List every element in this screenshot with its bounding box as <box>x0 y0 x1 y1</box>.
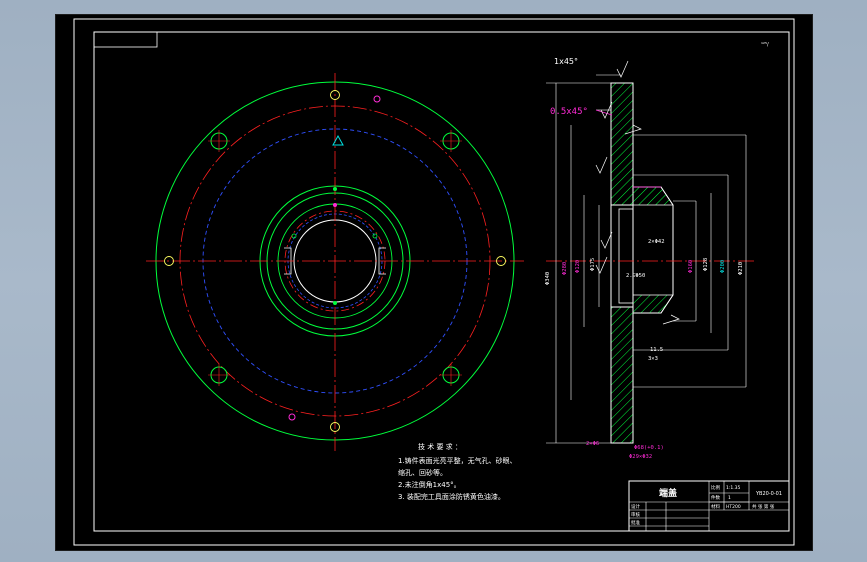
qty-label: 件数 <box>711 494 720 501</box>
bore-notch-right <box>378 247 386 275</box>
roughness-note: ¹²⁵/ <box>761 42 769 48</box>
dimension-lines <box>546 74 747 444</box>
dim-depth-2: 3×3 <box>648 356 658 362</box>
outer-frame <box>73 18 795 546</box>
datum-triangle <box>332 134 344 146</box>
dim-bottom-fit-1: Φ68(+0.1) <box>634 445 664 451</box>
small-hole-bottom <box>330 422 340 432</box>
tech-req-title: 技 术 要 求 ： <box>418 442 462 451</box>
tech-req-line-3: 2.未注倒角1x45°。 <box>398 480 461 489</box>
drawing-number: YB20-0-01 <box>755 491 782 497</box>
dim-phi210: Φ210 <box>738 262 744 275</box>
section-view: 1x45° 0.5x45° Φ340 Φ280 Φ120 Φ175 Φ160 Φ… <box>545 57 756 460</box>
magenta-mark-top <box>373 95 381 103</box>
magenta-mark-bottom <box>288 413 296 421</box>
approver-label: 批准 <box>631 519 640 526</box>
hub-hole-top <box>333 187 337 191</box>
designer-label: 设计 <box>631 503 640 510</box>
small-hole-left <box>164 256 174 266</box>
cad-viewport[interactable]: ¹²⁵/ <box>55 14 813 551</box>
tech-req-line-1: 1.铸件表面光亮平整，无气孔、砂眼、 <box>398 456 517 465</box>
material-label: 材料 <box>711 503 720 510</box>
front-view <box>146 73 524 451</box>
corner-box <box>93 31 158 48</box>
hub-profile <box>632 186 674 314</box>
dim-phi280: Φ280 <box>562 262 568 275</box>
technical-requirements: 技 术 要 求 ： 1.铸件表面光亮平整，无气孔、砂眼、 缩孔、回砂等。 2.未… <box>398 442 517 501</box>
hub-lower-hatch <box>632 294 674 314</box>
bore-gap <box>610 204 634 308</box>
dim-bottom-left: 2×Φ6 <box>586 441 599 447</box>
hub-hole-right <box>372 233 378 239</box>
qty-value: 1 <box>728 495 731 501</box>
title-block-grid <box>629 481 789 531</box>
inner-frame <box>93 31 790 532</box>
title-block: 端盖 YB20-0-01 比例 1:1.35 件数 1 材料 HT200 共 张… <box>628 480 790 532</box>
dim-bottom-fit-2: Φ29×Φ32 <box>629 454 652 460</box>
chamfer-magenta-label: 0.5x45° <box>550 107 588 117</box>
material-value: HT200 <box>726 504 741 510</box>
tech-req-line-4: 3. 装配完工具面涂防锈黄色油漆。 <box>398 492 505 501</box>
dim-phi340: Φ340 <box>545 272 551 285</box>
scale-value: 1:1.35 <box>726 485 741 491</box>
hub-upper-hatch <box>632 186 674 206</box>
dim-fit-2: 2.5ֿΦ50 <box>626 273 645 279</box>
dim-phi200: Φ200 <box>720 260 726 273</box>
hub-hole-left <box>291 233 297 239</box>
part-name: 端盖 <box>659 487 677 499</box>
roughness-symbols <box>595 60 680 325</box>
chamfer-leader <box>595 109 613 116</box>
small-hole-right <box>496 256 506 266</box>
dim-phi128: Φ128 <box>703 258 709 271</box>
tech-req-line-2: 缩孔、回砂等。 <box>398 468 447 477</box>
chamfer-top-label: 1x45° <box>554 57 578 66</box>
dim-phi120: Φ120 <box>575 260 581 273</box>
hub-magenta-dot <box>333 203 337 207</box>
small-hole-top <box>330 90 340 100</box>
dim-phi175: Φ175 <box>590 258 596 271</box>
scale-label: 比例 <box>711 484 720 491</box>
bore-inner <box>618 208 634 304</box>
sheet-info: 共 张 第 张 <box>752 503 775 510</box>
dim-depth-1: 11.5 <box>650 347 663 353</box>
hub-hole-bottom <box>333 301 337 305</box>
dim-fit-1: 2×Φ42 <box>648 239 665 245</box>
cad-drawing: ¹²⁵/ <box>73 18 795 546</box>
checker-label: 审核 <box>631 511 640 518</box>
dim-phi160: Φ160 <box>688 260 694 273</box>
